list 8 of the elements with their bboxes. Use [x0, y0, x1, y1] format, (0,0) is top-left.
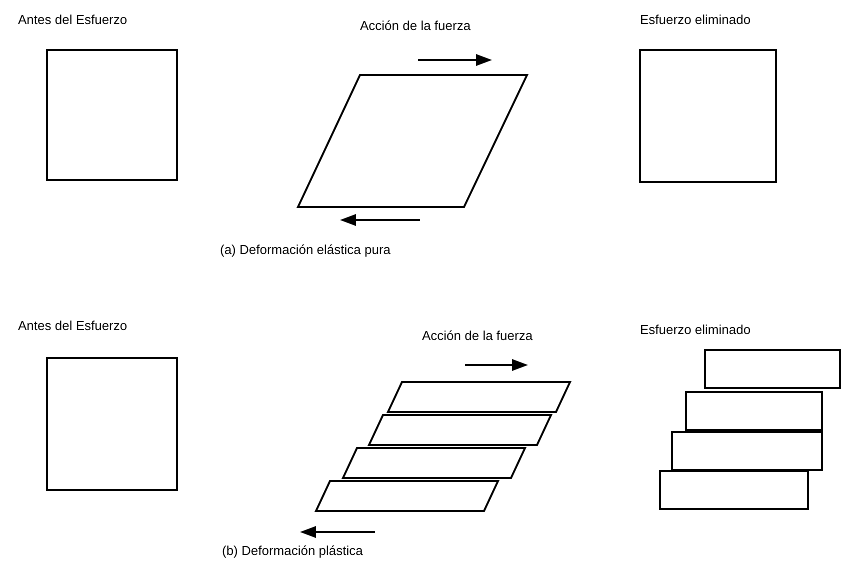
state-label: Antes del Esfuerzo — [18, 318, 128, 334]
state-label: Acción de la fuerza — [422, 328, 533, 344]
state-label: Acción de la fuerza — [360, 18, 471, 34]
state-label: Antes del Esfuerzo — [18, 12, 128, 28]
state-label: Esfuerzo eliminado — [640, 12, 751, 28]
figure-caption: (b) Deformación plástica — [222, 543, 363, 559]
state-label: Esfuerzo eliminado — [640, 322, 751, 338]
figure-caption: (a) Deformación elástica pura — [220, 242, 391, 258]
